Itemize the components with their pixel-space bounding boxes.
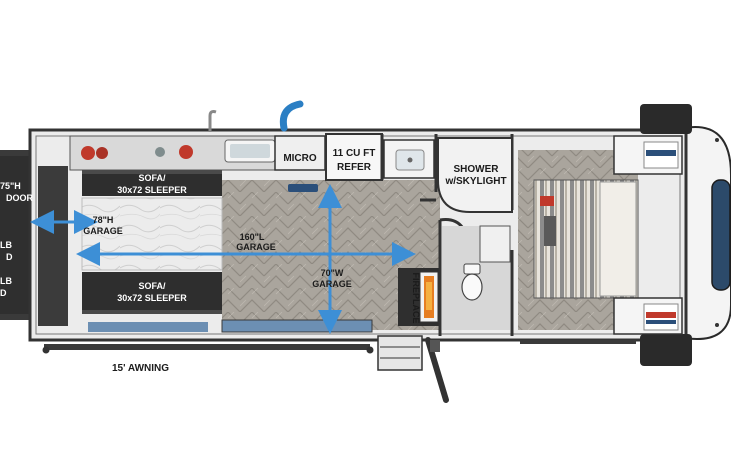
sofa-top: SOFA/ 30x72 SLEEPER bbox=[82, 170, 222, 196]
garage-height-label-line2: GARAGE bbox=[83, 226, 123, 236]
entry-steps bbox=[377, 335, 449, 403]
vent-hose bbox=[279, 100, 304, 132]
fireplace-label: FIREPLACE bbox=[411, 272, 421, 323]
shower: SHOWER w/SKYLIGHT bbox=[437, 137, 513, 213]
awning-label: 15' AWNING bbox=[112, 363, 169, 374]
micro-label: MICRO bbox=[283, 153, 317, 164]
garage-length-label-line2: GARAGE bbox=[236, 242, 276, 252]
front-cap bbox=[683, 126, 731, 340]
refrigerator: 11 CU FT REFER bbox=[325, 133, 383, 181]
rear-wall-panel bbox=[38, 166, 68, 326]
sofa-bottom-label-line2: 30x72 SLEEPER bbox=[117, 293, 187, 303]
queen-bed bbox=[533, 179, 639, 299]
bottom-cabinet-left bbox=[88, 322, 208, 332]
folding-chairs bbox=[81, 145, 193, 160]
rear-door-label: DOOR bbox=[6, 193, 34, 203]
garage-height-label-line1: 78"H bbox=[93, 215, 114, 225]
bottom-cabinet-right bbox=[221, 319, 373, 333]
fireplace-unit: FIREPLACE bbox=[398, 268, 440, 326]
sofa-bottom-label-line1: SOFA/ bbox=[138, 281, 166, 291]
rear-door-label-2: D bbox=[6, 252, 13, 262]
front-storage-bottom bbox=[640, 334, 692, 366]
rear-door-height-label: 75"H bbox=[0, 181, 21, 191]
sofa-top-label-line2: 30x72 SLEEPER bbox=[117, 185, 187, 195]
sofa-bottom: SOFA/ 30x72 SLEEPER bbox=[82, 272, 222, 314]
wardrobe-bottom bbox=[613, 297, 683, 335]
wardrobe-top bbox=[613, 135, 683, 175]
garage-width-label-line2: GARAGE bbox=[312, 279, 352, 289]
rear-lb-label-3: D bbox=[0, 288, 7, 298]
garage-length-label-line1: 160"L bbox=[240, 232, 265, 242]
shower-label-line2: w/SKYLIGHT bbox=[444, 176, 506, 187]
kitchen-sink bbox=[383, 139, 435, 179]
awning bbox=[42, 340, 636, 354]
refer-label-line2: REFER bbox=[337, 162, 372, 173]
refer-label-line1: 11 CU FT bbox=[333, 148, 376, 159]
micro-cabinet: MICRO bbox=[274, 135, 326, 171]
dimension-arrows bbox=[30, 184, 416, 334]
toilet bbox=[461, 263, 483, 301]
sofa-top-label-line1: SOFA/ bbox=[138, 173, 166, 183]
front-storage-top bbox=[640, 104, 692, 134]
rear-lb-label-1: LB bbox=[0, 240, 12, 250]
rear-ramp-door bbox=[0, 150, 32, 320]
rear-lb-label-2: LB bbox=[0, 276, 12, 286]
shower-label-line1: SHOWER bbox=[454, 164, 500, 175]
bath-vanity bbox=[479, 225, 511, 263]
exterior-faucet bbox=[208, 110, 217, 132]
garage-width-label-line1: 70"W bbox=[321, 268, 344, 278]
ottoman-top bbox=[288, 184, 318, 192]
